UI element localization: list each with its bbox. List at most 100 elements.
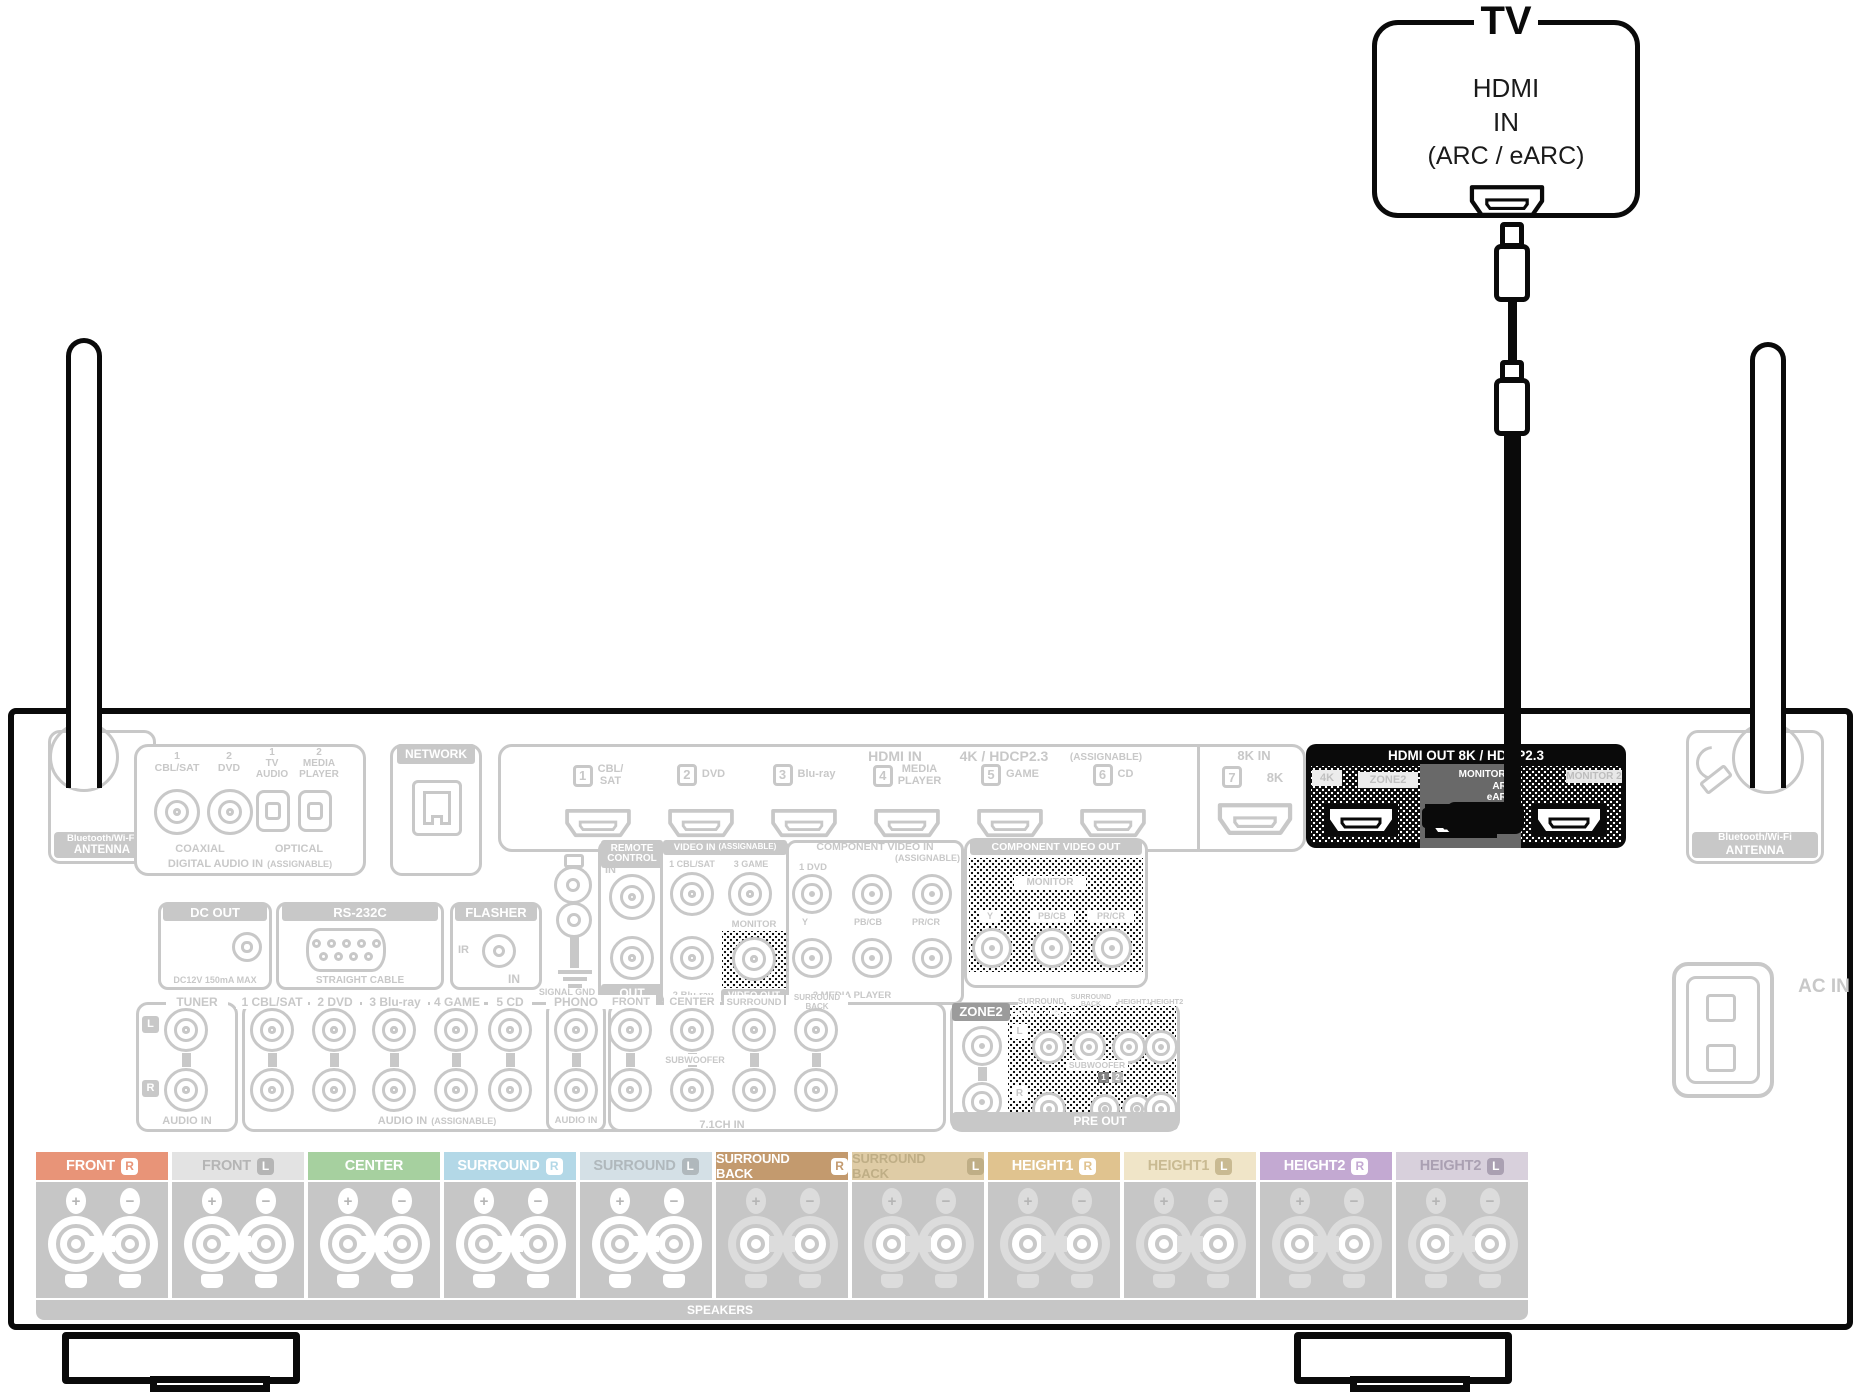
audio-in-col-5: 5 CD [488, 995, 532, 1009]
speaker-terminal-front-l: +− [172, 1182, 304, 1298]
tuner-title: TUNER [166, 995, 228, 1009]
speaker-terminal-surround-back-r: +− [716, 1182, 848, 1298]
zone2-jacks [962, 1026, 1002, 1122]
coaxial-group-label: COAXIAL [175, 842, 225, 855]
preout-col-center: CENTER [1043, 1010, 1077, 1019]
8k-in-num: 7 [1222, 766, 1242, 788]
audio-in-jacks [250, 1008, 294, 1112]
signal-gnd-stem [570, 936, 579, 968]
digital-audio-in-title: DIGITAL AUDIO IN(ASSIGNABLE) [167, 858, 333, 870]
audio-in-bottom-label: AUDIO IN(ASSIGNABLE) [377, 1114, 497, 1127]
tuner-r-marker: R [142, 1080, 159, 1097]
preout-jack [1072, 1030, 1106, 1064]
preout-col-height2: HEIGHT2 [1150, 996, 1184, 1006]
hdmi-cable-receiver-plug-tip [1422, 808, 1450, 828]
remote-in-jack [609, 874, 655, 920]
tuner-bottom-label: AUDIO IN [162, 1114, 212, 1127]
phono-title: PHONO [546, 995, 606, 1009]
71ch-bottom-label: 7.1CH IN [699, 1118, 745, 1131]
preout-col-surround-back: SURROUND BACK [1066, 994, 1116, 1008]
tv-title: TV [1474, 0, 1538, 43]
dc-out-title: DC OUT [163, 904, 267, 921]
video-in-1-jack [670, 872, 714, 916]
component-in-title: COMPONENT VIDEO IN [816, 841, 934, 853]
component-y-label: Y [801, 917, 808, 927]
phono-bottom-label: AUDIO IN [554, 1114, 598, 1126]
hdmi-port-icon [1080, 808, 1146, 838]
rs232c-port-icon [306, 928, 386, 972]
component-in-1-label: 1 DVD [799, 862, 827, 873]
video-in-3-jack [728, 872, 772, 916]
preout-sub1-num: 1 [1098, 1072, 1109, 1083]
component-out-title: COMPONENT VIDEO OUT [970, 840, 1142, 855]
preout-jack [1112, 1030, 1146, 1064]
coaxial-jack-2 [207, 789, 253, 835]
rs232c-title: RS-232C [282, 904, 438, 921]
tv-hdmi-label: HDMI [1472, 72, 1540, 103]
speakers-bar: SPEAKERS [36, 1300, 1528, 1320]
speaker-terminal-surround-r: +− [444, 1182, 576, 1298]
speaker-terminal-center: +− [308, 1182, 440, 1298]
71ch-col-center: CENTER [664, 995, 720, 1009]
component-out-monitor-label: MONITOR [1014, 876, 1086, 890]
component-in-jack [912, 938, 952, 978]
speaker-terminal-height1-l: +− [1124, 1182, 1256, 1298]
component-in-jack [852, 874, 892, 914]
preout-sub2-num: 2 [1112, 1072, 1123, 1083]
audio-in-jacks [372, 1008, 416, 1112]
antenna-rod-right [1750, 342, 1786, 788]
video-monitor-label: MONITOR [731, 919, 777, 930]
video-in-2-jack [670, 936, 714, 980]
component-in-jack [792, 938, 832, 978]
component-in-jack [912, 874, 952, 914]
hdmi-port-icon [1217, 803, 1293, 835]
hdmi-out-zone2-tag: ZONE2 [1358, 772, 1418, 788]
71ch-jacks [670, 1008, 714, 1112]
hdmi-port-icon [1324, 804, 1398, 836]
hdmi-8k-divider [1197, 747, 1200, 849]
hdmi-out-4k-tag: 4K [1312, 770, 1342, 786]
ac-pin-bottom [1706, 1044, 1736, 1072]
tuner-jacks [164, 1008, 208, 1112]
flasher-in-label: IN [508, 972, 520, 986]
receiver-foot-left-tab [150, 1376, 270, 1392]
optical-jack-1 [256, 790, 290, 832]
hdmi-in-assignable: (ASSIGNABLE) [1069, 751, 1143, 763]
speaker-terminal-surround-l: +− [580, 1182, 712, 1298]
preout-col-surround: SURROUND [1017, 996, 1065, 1006]
hdmi-in-title: HDMI IN [868, 748, 922, 764]
component-out-jack [1092, 928, 1132, 968]
audio-in-jacks [312, 1008, 356, 1112]
preout-l-marker: L [1012, 1024, 1027, 1039]
coaxial-jack-1 [154, 789, 200, 835]
remote-out-jack [610, 936, 654, 980]
video-in-1-label: 1 CBL/SAT [669, 858, 715, 869]
component-out-jack [972, 928, 1012, 968]
hdmi-port-icon [771, 808, 837, 838]
video-monitor-jack [732, 937, 776, 981]
dc-out-spec: DC12V 150mA MAX [173, 975, 257, 985]
hdmi-cable-plug-mid-body [1494, 378, 1530, 436]
ac-inlet-inner [1686, 976, 1760, 1084]
zone2-title: ZONE2 [952, 1003, 1010, 1021]
hdmi-cable-wire-main [1504, 434, 1521, 818]
preout-bar: PRE OUT [952, 1112, 1178, 1130]
rs232c-spec: STRAIGHT CABLE [315, 974, 405, 986]
receiver-foot-right-tab [1350, 1376, 1470, 1392]
ac-in-label: AC IN [1798, 976, 1850, 997]
hdmi-cable-receiver-plug-body [1446, 802, 1524, 834]
flasher-title: FLASHER [455, 904, 537, 921]
